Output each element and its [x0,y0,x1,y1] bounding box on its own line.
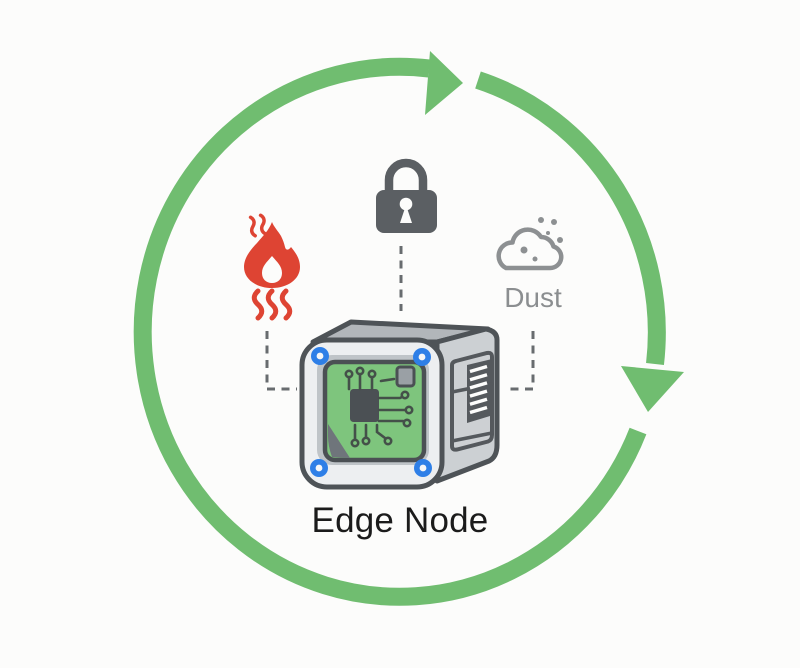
dust-dot [551,219,557,225]
device-panel-groove-lower [450,431,494,443]
heat-wave-2 [265,288,279,321]
cycle-arrowhead-right [621,366,684,412]
flame-spark-squiggle-1 [248,215,257,238]
cycle-arrowhead-top [425,51,463,115]
cloud-outline [496,227,564,271]
corner-screws [310,347,432,477]
device-vent-slats [469,364,488,415]
dust-dot [557,237,563,243]
edge-node-label: Edge Node [311,501,489,540]
lock-keyhole-circle [399,197,413,211]
dashed-connectors [265,246,535,391]
lock-shackle [384,158,428,195]
connector-dust [506,331,535,391]
cpu-chip [350,389,379,422]
lock-icon [376,158,437,233]
cycle-arrows-icon [133,51,684,606]
dust-dot [538,217,544,223]
lock-keyhole-stem [400,205,412,223]
flame-body [244,222,300,288]
flame-spark-squiggle-2 [258,213,267,236]
pcb-traces [344,366,414,448]
cycle-arc-short [475,71,666,366]
dust-dot [546,231,550,235]
heat-wave-1 [251,288,265,321]
edge-node-device-illustration [299,319,500,490]
small-chip [395,365,416,388]
heat-wave-squiggles [251,288,293,321]
dust-dot [532,256,538,262]
dust-dot [520,246,528,254]
heat-wave-3 [279,288,293,321]
dust-cloud-icon [496,217,564,271]
flame-heat-icon [244,213,300,321]
device-recess-shadow [328,424,350,458]
dust-label: Dust [504,282,562,313]
flame-inner-cutout [262,256,282,283]
cycle-arc-long [133,57,647,606]
connector-heat [265,331,297,391]
